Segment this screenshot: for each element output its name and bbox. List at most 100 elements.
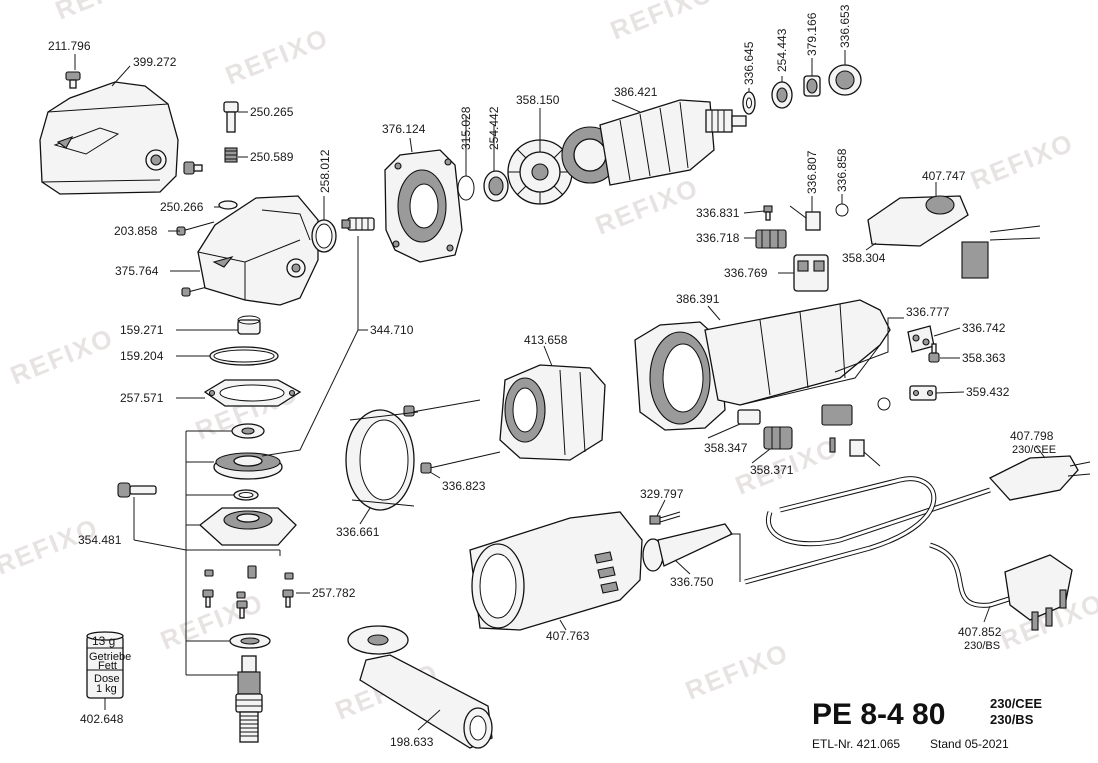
pinion-344-710 [341,217,375,231]
label-257-782: 257.782 [312,586,356,600]
label-336-645: 336.645 [742,41,756,85]
screw-358-363 [928,343,940,363]
gear-housing-375-764 [197,195,319,306]
label-407-747: 407.747 [922,169,966,183]
label-336-750: 336.750 [670,575,714,589]
screws-336-823 [403,399,501,474]
part-labels: 211.796 399.272 250.265 250.589 250.266 … [48,4,1056,749]
lock-button-354-481 [117,482,157,498]
label-358-304: 358.304 [842,251,886,265]
grease-weight: 13 g [92,634,115,648]
label-258-012: 258.012 [318,149,332,193]
motor-housing-386-391 [634,299,891,431]
watermark: REFIXO [51,0,163,26]
watermark: REFIXO [681,637,793,706]
label-159-271: 159.271 [120,323,164,337]
label-386-391: 386.391 [676,292,720,306]
grease-unit-line2: 1 kg [96,683,117,695]
cable-sleeve-336-750 [642,523,733,572]
label-379-166: 379.166 [805,12,819,56]
label-257-571: 257.571 [120,391,164,405]
label-402-648: 402.648 [80,712,124,726]
label-358-371: 358.371 [750,463,794,477]
brush-holder-336-769 [793,254,829,292]
label-407-763: 407.763 [546,629,590,643]
label-159-204: 159.204 [120,349,164,363]
label-250-265: 250.265 [250,105,294,119]
grease-content-line1: Getriebe [89,651,131,663]
switch-button-358-371 [763,426,793,450]
label-203-858: 203.858 [114,224,158,238]
gasket-257-571 [203,379,302,407]
model-variant-bs: 230/BS [990,712,1034,727]
watermark: REFIXO [6,322,118,391]
clip-336-742 [907,325,935,353]
part-drawings [39,64,1091,749]
bolt-250-265 [223,101,239,133]
spring-clip [877,397,891,411]
bushing-159-271 [237,315,261,335]
bearing-flange-376-124 [384,149,463,263]
bearing-washer [231,423,265,439]
label-315-028: 315.028 [459,106,473,150]
label-376-124: 376.124 [382,122,426,136]
label-336-661: 336.661 [336,525,380,539]
watermark: REFIXO [221,22,333,91]
circlip-315-028 [457,175,475,201]
label-336-718: 336.718 [696,231,740,245]
electronic-module-407-747 [867,195,1041,279]
etl-number: ETL-Nr. 421.065 [812,737,900,751]
armature-386-421 [561,99,747,186]
label-359-432: 359.432 [966,385,1010,399]
label-399-272: 399.272 [133,55,177,69]
label-407-852: 407.852 [958,625,1002,639]
connector-359-432 [909,385,937,401]
screw-336-831 [763,205,773,221]
oring-258-012 [311,219,337,253]
label-336-653: 336.653 [838,4,852,48]
label-354-481: 354.481 [78,533,122,547]
label-336-823: 336.823 [442,479,486,493]
label-336-742: 336.742 [962,321,1006,335]
damper-336-653 [828,64,862,96]
label-336-858: 336.858 [835,148,849,192]
spring-250-589 [224,147,238,163]
bearing-254-443 [771,81,793,109]
screw-211-796 [65,71,81,89]
label-211-796: 211.796 [48,39,91,53]
leader-lines [74,50,1046,731]
ring-336-661 [345,409,419,511]
label-336-777: 336.777 [906,305,950,319]
switch-slider-358-347 [737,404,881,467]
gear-cover-399-272 [39,81,203,195]
screw-329-797 [649,511,681,525]
label-344-710: 344.710 [370,323,414,337]
grease-unit-line1: Dose [94,673,120,685]
label-407-798: 407.798 [1010,429,1054,443]
washer-250-266 [218,200,238,210]
bevel-gear [213,452,283,480]
cable-407-798 [744,455,1091,585]
label-407-798-variant: 230/CEE [1012,444,1056,456]
label-407-852-variant: 230/BS [964,640,1000,652]
stand-date: Stand 05-2021 [930,737,1009,751]
model-title: PE 8-4 80 [812,698,945,731]
spring-336-858 [835,203,849,217]
brush-holder-336-718 [755,229,787,249]
model-variant-cee: 230/CEE [990,696,1042,711]
watermark: REFIXO [966,127,1078,196]
grease-content-line2: Fett [98,660,117,672]
bearing-254-442 [483,170,509,202]
label-336-769: 336.769 [724,266,768,280]
brush-336-807 [789,205,821,231]
watermark: REFIXO [591,172,703,241]
washer-336-645 [742,91,756,115]
watermark: REFIXO [606,0,718,46]
label-250-266: 250.266 [160,200,204,214]
label-358-347: 358.347 [704,441,748,455]
label-386-421: 386.421 [614,85,658,99]
motor-cover-407-763 [469,511,643,631]
sleeve-379-166 [803,75,821,97]
oring-159-204 [209,346,279,366]
